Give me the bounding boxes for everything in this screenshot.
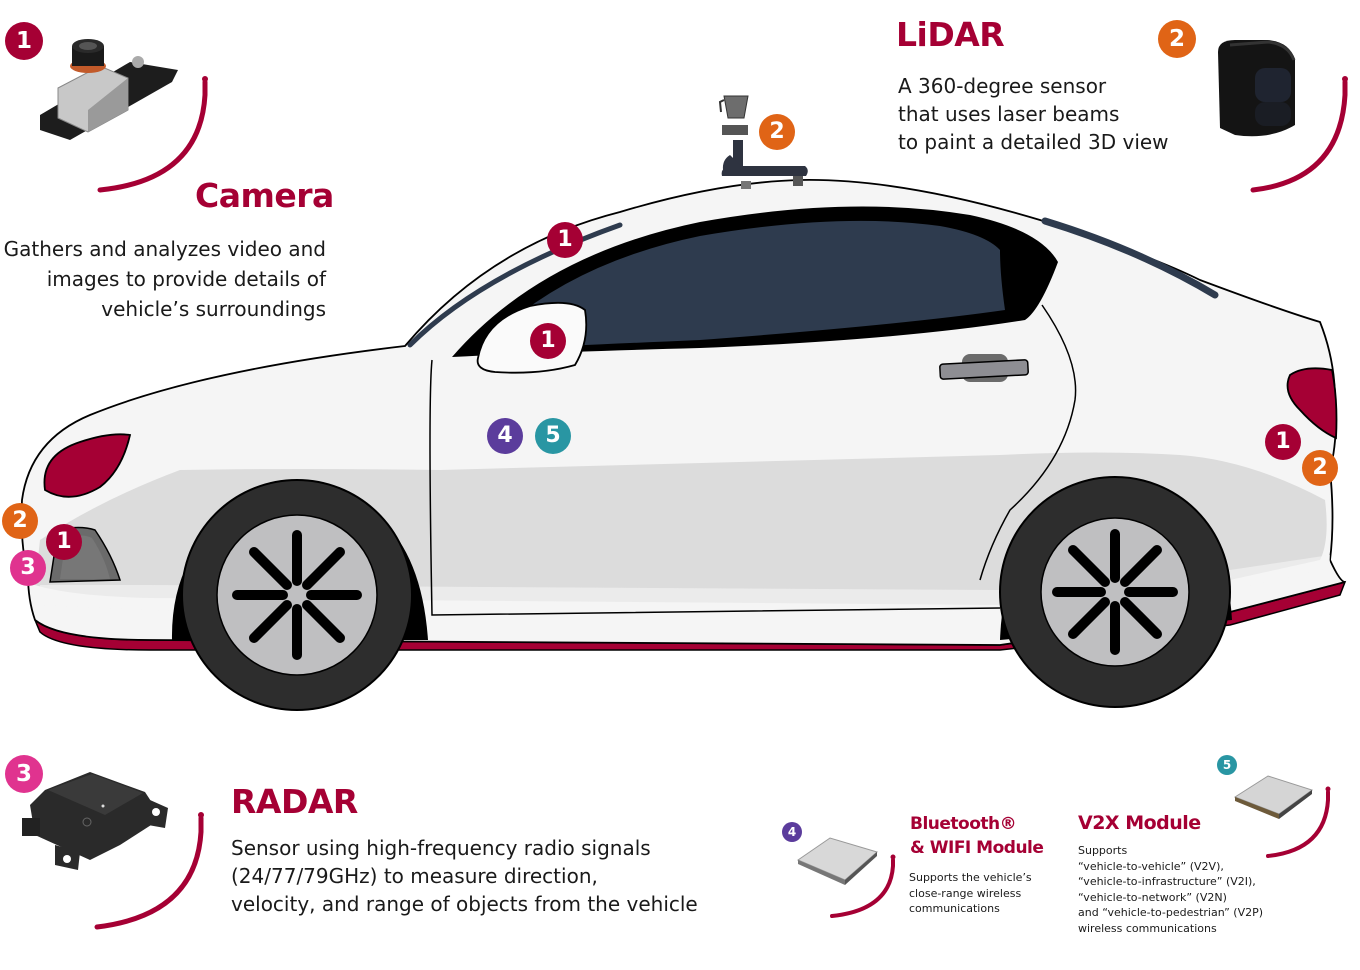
bluetooth-title: Bluetooth® & WIFI Module bbox=[910, 812, 1044, 860]
v2x-title: V2X Module bbox=[1078, 812, 1201, 834]
mirror-camera-marker: 1 bbox=[530, 323, 566, 359]
tail-light bbox=[1286, 367, 1338, 440]
bluetooth-description-line: communications bbox=[909, 902, 1000, 915]
lidar-description-line: to paint a detailed 3D view bbox=[898, 130, 1169, 154]
radar-description-line: Sensor using high-frequency radio signal… bbox=[231, 836, 651, 860]
v2x-description-line: “vehicle-to-vehicle” (V2V), bbox=[1078, 859, 1224, 873]
v2x-description: Supports “vehicle-to-vehicle” (V2V), “ve… bbox=[1078, 843, 1263, 936]
radar-description-line: velocity, and range of objects from the … bbox=[231, 892, 698, 916]
headlight bbox=[43, 433, 132, 498]
windshield-camera-marker: 1 bbox=[547, 222, 583, 258]
rear-roof-trim bbox=[1041, 217, 1219, 299]
bluetooth-section-badge: 4 bbox=[782, 822, 802, 842]
camera-product-image bbox=[40, 39, 178, 140]
radar-section-badge: 3 bbox=[5, 755, 43, 793]
front-lidar-marker: 2 bbox=[2, 503, 38, 539]
v2x-description-line: “vehicle-to-infrastructure” (V2I), bbox=[1078, 875, 1256, 888]
front-wheel bbox=[181, 479, 413, 711]
lidar-section-badge: 2 bbox=[1158, 20, 1196, 58]
v2x-description-line: and “vehicle-to-pedestrian” (V2P) bbox=[1078, 906, 1264, 919]
camera-description-line: images to provide details of bbox=[46, 267, 326, 291]
door-handle bbox=[939, 359, 1029, 380]
front-camera-marker: 1 bbox=[46, 524, 82, 560]
lidar-callout-arc bbox=[1250, 79, 1348, 193]
windshield-trim bbox=[407, 222, 623, 348]
door-v2x-marker: 5 bbox=[535, 418, 571, 454]
v2x-product-image bbox=[1233, 775, 1314, 819]
v2x-section-badge: 5 bbox=[1217, 755, 1237, 775]
radar-callout-arc bbox=[94, 815, 204, 930]
bluetooth-description-line: close-range wireless bbox=[909, 886, 1022, 900]
bluetooth-product-image bbox=[796, 837, 879, 885]
camera-section-badge: 1 bbox=[5, 22, 43, 60]
side-window bbox=[480, 220, 1005, 350]
radar-description: Sensor using high-frequency radio signal… bbox=[231, 834, 698, 918]
rear-camera-marker: 1 bbox=[1265, 424, 1301, 460]
camera-title: Camera bbox=[195, 176, 334, 215]
camera-description-line: vehicle’s surroundings bbox=[101, 297, 326, 321]
roof-lidar-mount bbox=[718, 95, 808, 189]
front-radar-marker: 3 bbox=[10, 550, 46, 586]
rear-door-line bbox=[979, 304, 1077, 581]
lidar-product-image bbox=[1218, 40, 1296, 137]
camera-description: Gathers and analyzes video and images to… bbox=[4, 234, 326, 324]
bluetooth-description-line: Supports the vehicle’s bbox=[909, 871, 1032, 884]
lidar-description: A 360-degree sensor that uses laser beam… bbox=[898, 72, 1169, 156]
bluetooth-description: Supports the vehicle’s close-range wirel… bbox=[909, 870, 1032, 917]
bluetooth-title-line: & WIFI Module bbox=[910, 838, 1044, 858]
radar-product-image bbox=[22, 772, 168, 870]
lidar-description-line: A 360-degree sensor bbox=[898, 74, 1107, 98]
camera-callout-arc bbox=[97, 79, 208, 193]
v2x-description-line: wireless communications bbox=[1078, 921, 1217, 935]
rear-wheel bbox=[999, 476, 1231, 708]
bluetooth-title-line: Bluetooth® bbox=[910, 814, 1017, 834]
v2x-description-line: Supports bbox=[1078, 844, 1128, 857]
bluetooth-callout-arc bbox=[830, 858, 895, 918]
v2x-callout-arc bbox=[1266, 790, 1330, 858]
v2x-description-line: “vehicle-to-network” (V2N) bbox=[1078, 890, 1227, 904]
lidar-title: LiDAR bbox=[896, 15, 1005, 54]
door-line bbox=[429, 359, 1001, 616]
radar-description-line: (24/77/79GHz) to measure direction, bbox=[231, 864, 598, 888]
radar-title: RADAR bbox=[231, 782, 358, 821]
rear-lidar-marker: 2 bbox=[1302, 450, 1338, 486]
lidar-description-line: that uses laser beams bbox=[898, 102, 1120, 126]
camera-description-line: Gathers and analyzes video and bbox=[3, 237, 326, 261]
door-bluetooth-marker: 4 bbox=[487, 418, 523, 454]
roof-lidar-marker: 2 bbox=[759, 114, 795, 150]
